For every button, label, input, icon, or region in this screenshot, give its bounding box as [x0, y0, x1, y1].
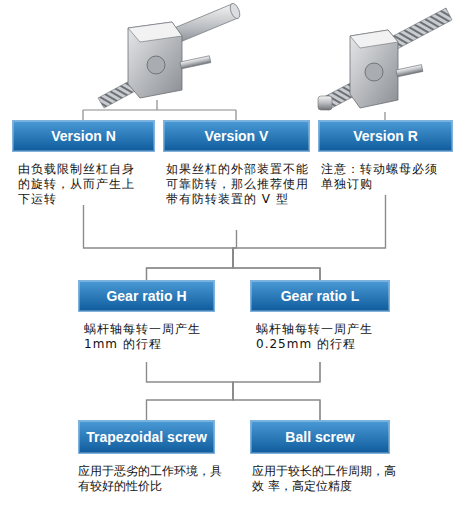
box-description: 蜗杆轴每转一周产生 0.25mm 的行程 [256, 322, 384, 352]
connector-line [147, 230, 237, 280]
connector-line [84, 205, 321, 280]
box-heading: Version N [12, 120, 155, 152]
tube-end [228, 2, 241, 20]
box-heading: Gear ratio L [250, 280, 390, 312]
worm-shaft [180, 56, 211, 69]
connector-line [233, 362, 320, 420]
connector-line [147, 362, 321, 420]
leader-line [83, 100, 236, 120]
connector-line [84, 205, 234, 280]
box-description: 蜗杆轴每转一周产生 1mm 的行程 [84, 322, 212, 352]
connector-line [147, 362, 234, 420]
box-description: 注意：转动螺母必须 单独订购 [321, 162, 451, 192]
version-box: Version R 注意：转动螺母必须 单独订购 [318, 120, 453, 195]
bearing-cap [147, 56, 165, 74]
worm-shaft [396, 65, 423, 77]
box-heading: Trapezoidal screw [78, 420, 215, 454]
gearbox-top [350, 30, 398, 48]
gearbox-top [128, 22, 182, 42]
gear-ratio-box: Gear ratio L 蜗杆轴每转一周产生 0.25mm 的行程 [250, 280, 390, 362]
screw-type-box: Ball screw应用于较长的工作周期，高效 率，高定位精度 [250, 420, 390, 510]
rotating-nut [318, 96, 332, 110]
version-box: Version V 如果丝杠的外部装置不能 可靠防转，那么推荐使用 带有防转装置的… [163, 120, 310, 230]
gear-ratio-box: Gear ratio H 蜗杆轴每转一周产生 1mm 的行程 [78, 280, 215, 362]
connector-line [233, 195, 386, 280]
box-description: 如果丝杠的外部装置不能 可靠防转，那么推荐使用 带有防转装置的 V 型 [166, 162, 312, 207]
box-heading: Ball screw [250, 420, 390, 454]
box-description: 应用于恶劣的工作环境，具 有较好的性价比 [78, 464, 228, 494]
gearbox-housing [350, 30, 398, 108]
leader-line [384, 112, 385, 120]
gearbox-housing [128, 22, 182, 98]
screw-jack-illustration [318, 8, 452, 110]
box-description: 应用于较长的工作周期，高效 率，高定位精度 [252, 464, 402, 494]
box-heading: Version V [163, 120, 310, 152]
box-heading: Version R [318, 120, 453, 152]
screw-type-box: Trapezoidal screw应用于恶劣的工作环境，具 有较好的性价比 [78, 420, 215, 510]
screw-jack-illustration [98, 2, 242, 108]
box-heading: Gear ratio H [78, 280, 215, 312]
box-description: 由负载限制丝杠自身 的旋转，从而产生上 下运转 [18, 162, 150, 207]
connector-line [147, 195, 386, 280]
bearing-cap [365, 63, 383, 81]
connector-line [147, 362, 321, 420]
connector-line [233, 230, 320, 280]
version-box: Version N 由负载限制丝杠自身 的旋转，从而产生上 下运转 [12, 120, 155, 205]
